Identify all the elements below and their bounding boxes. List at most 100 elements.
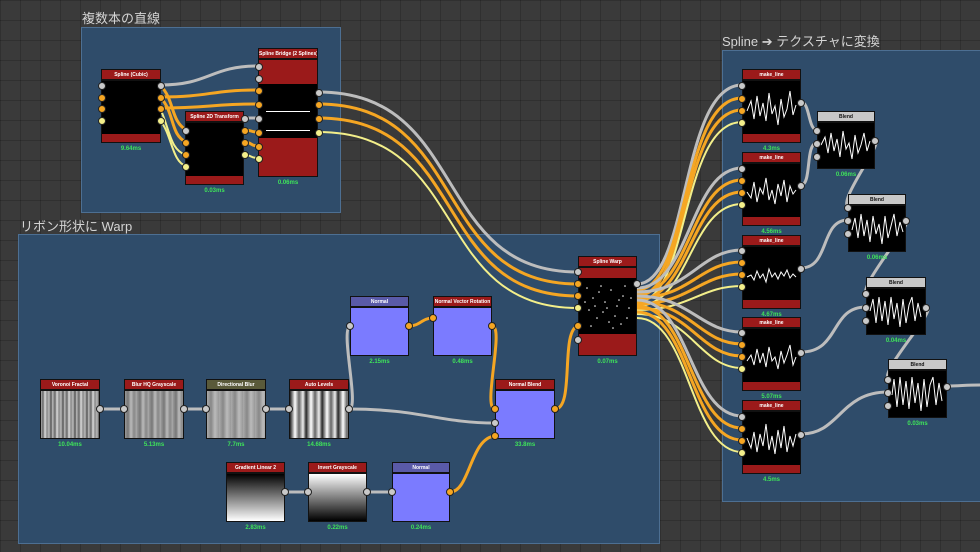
node-normal-vector-rotation[interactable]: Normal Vector Rotation 0.48ms (433, 296, 492, 365)
node-gradient-linear-2[interactable]: Gradient Linear 2 2.83ms (226, 462, 285, 531)
input-port[interactable] (574, 280, 582, 288)
input-port[interactable] (738, 95, 746, 103)
node-normal-blend[interactable]: Normal Blend 33.8ms (495, 379, 555, 448)
input-port[interactable] (574, 336, 582, 344)
output-port[interactable] (315, 129, 323, 137)
input-port[interactable] (738, 283, 746, 291)
node-auto-levels[interactable]: Auto Levels 14.68ms (289, 379, 349, 448)
output-port[interactable] (315, 115, 323, 123)
input-port[interactable] (255, 63, 263, 71)
input-port[interactable] (255, 87, 263, 95)
input-port[interactable] (429, 314, 437, 322)
node-make-line-4[interactable]: make_line 5.07ms (742, 317, 801, 400)
input-port[interactable] (304, 488, 312, 496)
input-port[interactable] (182, 151, 190, 159)
output-port[interactable] (446, 488, 454, 496)
input-port[interactable] (738, 247, 746, 255)
input-port[interactable] (738, 259, 746, 267)
input-port[interactable] (738, 177, 746, 185)
input-port[interactable] (862, 290, 870, 298)
input-port[interactable] (813, 140, 821, 148)
node-make-line-5[interactable]: make_line 4.5ms (742, 400, 801, 483)
input-port[interactable] (844, 204, 852, 212)
input-port[interactable] (574, 322, 582, 330)
output-port[interactable] (797, 265, 805, 273)
output-port[interactable] (345, 405, 353, 413)
node-blend-1[interactable]: Blend 0.06ms (817, 111, 875, 178)
input-port[interactable] (574, 268, 582, 276)
output-port[interactable] (943, 383, 951, 391)
output-port[interactable] (871, 137, 879, 145)
input-port[interactable] (738, 201, 746, 209)
input-port[interactable] (98, 105, 106, 113)
input-port[interactable] (738, 189, 746, 197)
output-port[interactable] (96, 405, 104, 413)
input-port[interactable] (813, 153, 821, 161)
node-spline-2d-transform[interactable]: Spline 2D Transform 0.03ms (185, 111, 244, 194)
output-port[interactable] (157, 94, 165, 102)
input-port[interactable] (738, 165, 746, 173)
input-port[interactable] (182, 163, 190, 171)
node-make-line-2[interactable]: make_line 4.56ms (742, 152, 801, 235)
input-port[interactable] (255, 143, 263, 151)
node-blend-3[interactable]: Blend 0.04ms (866, 277, 926, 344)
output-port[interactable] (262, 405, 270, 413)
node-make-line-1[interactable]: make_line 4.3ms (742, 69, 801, 152)
node-make-line-3[interactable]: make_line 4.67ms (742, 235, 801, 318)
output-port[interactable] (922, 304, 930, 312)
input-port[interactable] (574, 292, 582, 300)
node-directional-blur[interactable]: Directional Blur 7.7ms (206, 379, 266, 448)
input-port[interactable] (813, 127, 821, 135)
output-port[interactable] (797, 349, 805, 357)
output-port[interactable] (241, 127, 249, 135)
output-port[interactable] (157, 82, 165, 90)
input-port[interactable] (862, 304, 870, 312)
input-port[interactable] (738, 413, 746, 421)
node-invert-grayscale[interactable]: Invert Grayscale 0.22ms (308, 462, 367, 531)
output-port[interactable] (241, 151, 249, 159)
input-port[interactable] (182, 139, 190, 147)
output-port[interactable] (797, 431, 805, 439)
output-port[interactable] (241, 139, 249, 147)
input-port[interactable] (255, 101, 263, 109)
output-port[interactable] (157, 117, 165, 125)
output-port[interactable] (797, 182, 805, 190)
output-port[interactable] (241, 115, 249, 123)
input-port[interactable] (388, 488, 396, 496)
node-blend-4[interactable]: Blend 0.03ms (888, 359, 947, 427)
input-port[interactable] (738, 449, 746, 457)
input-port[interactable] (491, 419, 499, 427)
input-port[interactable] (346, 322, 354, 330)
output-port[interactable] (363, 488, 371, 496)
input-port[interactable] (738, 82, 746, 90)
input-port[interactable] (98, 82, 106, 90)
output-port[interactable] (902, 217, 910, 225)
input-port[interactable] (862, 317, 870, 325)
node-voronoi-fractal[interactable]: Voronoi Fractal 10.04ms (40, 379, 100, 448)
input-port[interactable] (738, 271, 746, 279)
node-blur-hq-grayscale[interactable]: Blur HQ Grayscale 5.13ms (124, 379, 184, 448)
output-port[interactable] (551, 405, 559, 413)
node-blend-2[interactable]: Blend 0.06ms (848, 194, 906, 261)
input-port[interactable] (98, 117, 106, 125)
output-port[interactable] (157, 105, 165, 113)
node-spline-warp[interactable]: Spline Warp 0.07ms (578, 256, 637, 365)
output-port[interactable] (405, 322, 413, 330)
node-normal-1[interactable]: Normal 2.15ms (350, 296, 409, 365)
input-port[interactable] (255, 129, 263, 137)
input-port[interactable] (738, 107, 746, 115)
input-port[interactable] (491, 432, 499, 440)
node-normal-2[interactable]: Normal 0.24ms (392, 462, 450, 531)
output-port[interactable] (315, 89, 323, 97)
input-port[interactable] (182, 127, 190, 135)
input-port[interactable] (884, 376, 892, 384)
output-port[interactable] (797, 99, 805, 107)
output-port[interactable] (315, 101, 323, 109)
output-port[interactable] (488, 322, 496, 330)
input-port[interactable] (738, 341, 746, 349)
input-port[interactable] (255, 155, 263, 163)
input-port[interactable] (738, 119, 746, 127)
input-port[interactable] (738, 425, 746, 433)
input-port[interactable] (844, 217, 852, 225)
input-port[interactable] (884, 402, 892, 410)
